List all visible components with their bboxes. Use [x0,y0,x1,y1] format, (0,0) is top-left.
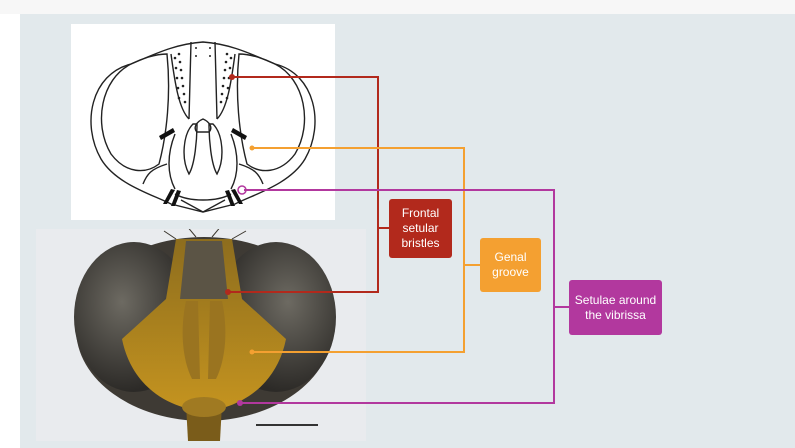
top-strip [0,0,795,14]
scale-bar [256,424,318,426]
head-line-drawing [71,24,335,220]
fly-head-photo-icon [36,229,366,441]
fly-head-drawing-icon [71,24,335,220]
head-photograph [36,229,366,441]
label-setulae-around-vibrissa: Setulae around the vibrissa [569,280,662,335]
left-margin [0,14,20,448]
label-frontal-setular-bristles: Frontal setular bristles [389,199,452,258]
header-watermark [240,0,640,11]
label-genal-groove: Genal groove [480,238,541,292]
